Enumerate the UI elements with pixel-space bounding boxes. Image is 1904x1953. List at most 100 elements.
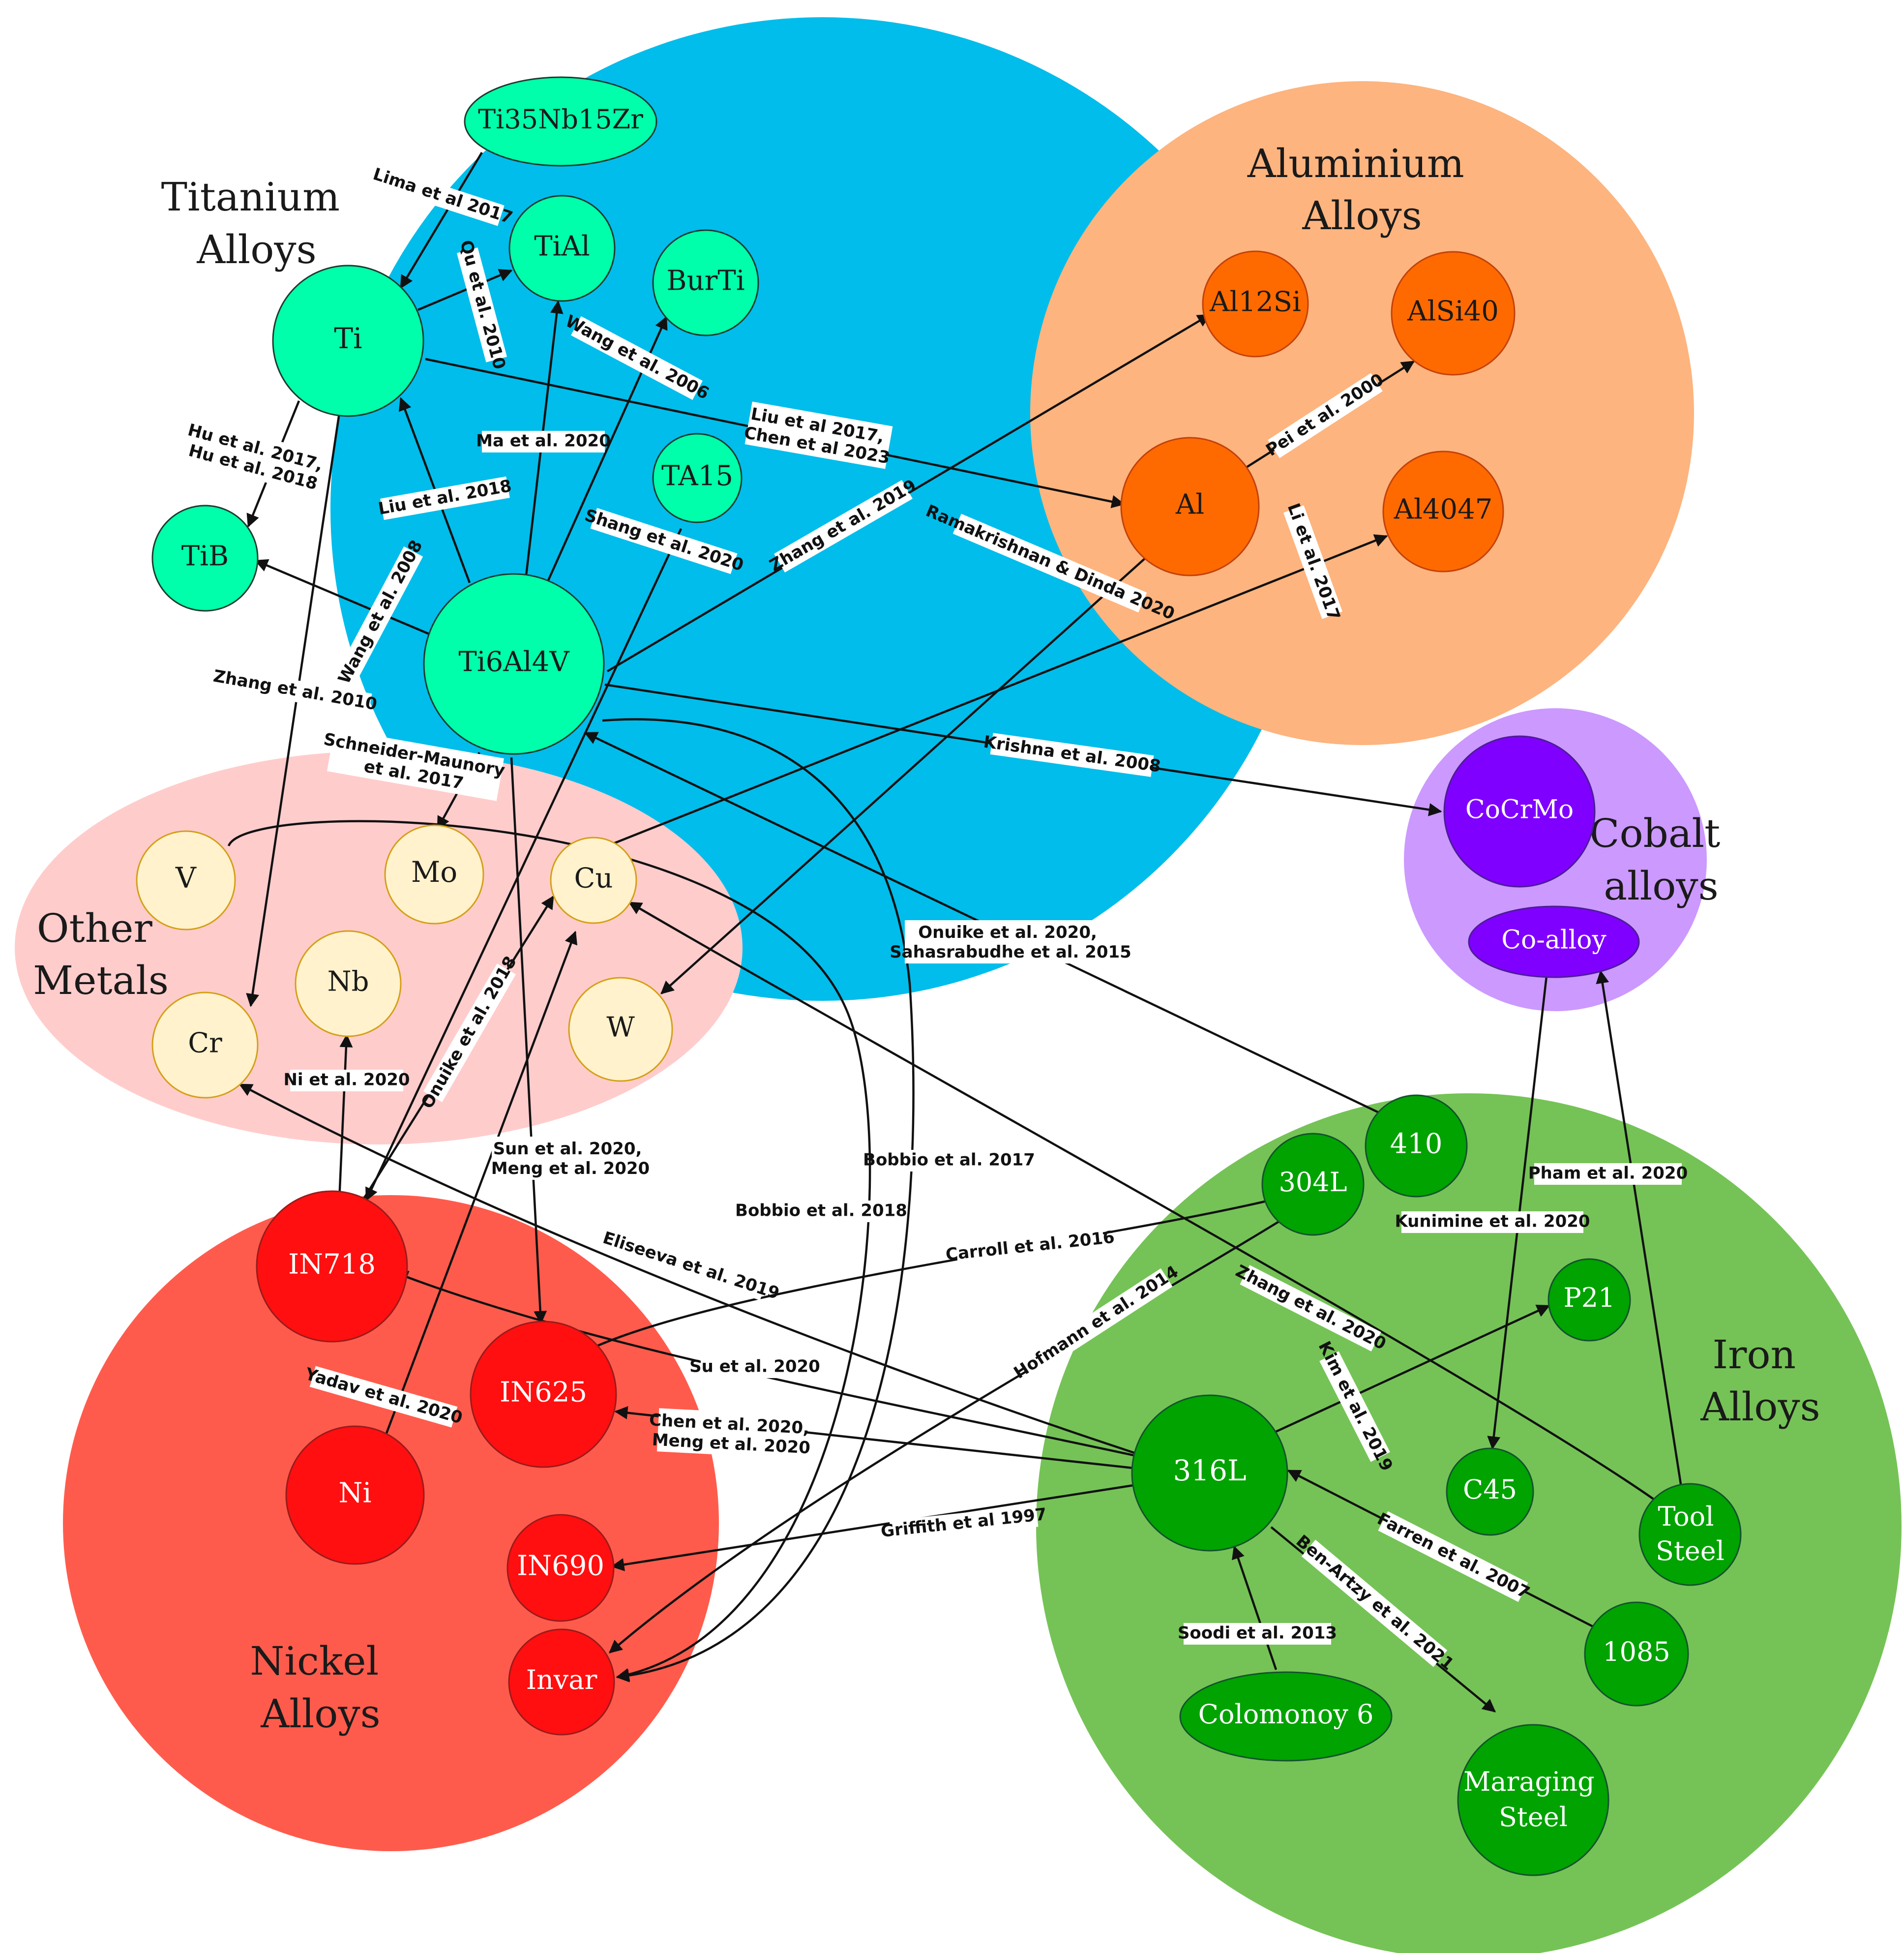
node-in690: IN690 bbox=[506, 1514, 615, 1622]
svg-text:1085: 1085 bbox=[1603, 1636, 1670, 1667]
edge-label-carroll: Carroll et al. 2016 bbox=[945, 1228, 1116, 1265]
svg-text:TA15: TA15 bbox=[661, 460, 733, 492]
edge-ti6al4v-in625 bbox=[510, 757, 547, 1324]
nickel-group-label: Nickel Alloys bbox=[250, 1638, 391, 1737]
svg-text:TiB: TiB bbox=[181, 541, 229, 572]
edge-label-bobbio2018: Bobbio et al. 2018 bbox=[735, 1201, 907, 1222]
svg-text:Maraging Steel: Maraging Steel bbox=[1463, 1766, 1603, 1833]
node-invar: Invar bbox=[508, 1628, 615, 1736]
svg-text:Cr: Cr bbox=[188, 1027, 222, 1059]
edge-cu-al4047 bbox=[607, 534, 1388, 847]
edge-toolsteel-cu bbox=[628, 901, 1673, 1513]
svg-text:V: V bbox=[175, 861, 197, 895]
node-tib: TiB bbox=[151, 505, 259, 612]
aluminium-alloys-group bbox=[1030, 81, 1694, 745]
svg-text:C45: C45 bbox=[1463, 1474, 1517, 1505]
node-tool-steel: Tool Steel bbox=[1638, 1483, 1742, 1586]
svg-text:W: W bbox=[606, 1012, 635, 1044]
svg-text:CoCrMo: CoCrMo bbox=[1465, 795, 1574, 825]
edge-label-soodi: Soodi et al. 2013 bbox=[1178, 1623, 1337, 1645]
node-al: Al bbox=[1120, 437, 1260, 576]
edge-ti-tial bbox=[417, 269, 513, 311]
edge-ti6al4v-tib bbox=[254, 559, 431, 636]
edge-316l-in690 bbox=[611, 1484, 1134, 1571]
svg-text:IN625: IN625 bbox=[500, 1377, 587, 1409]
edge-label-chenmeng: Chen et al. 2020, Meng et al. 2020 bbox=[648, 1408, 816, 1459]
node-ti35nb15zr: Ti35Nb15Zr bbox=[464, 76, 657, 167]
node-w: W bbox=[568, 977, 673, 1082]
node-ti: Ti bbox=[272, 265, 424, 417]
edge-ti-cr bbox=[246, 413, 341, 1007]
node-mo: Mo bbox=[384, 824, 484, 925]
node-1085: 1085 bbox=[1584, 1601, 1689, 1707]
node-ni: Ni bbox=[285, 1425, 425, 1565]
svg-text:Al12Si: Al12Si bbox=[1209, 286, 1301, 318]
node-ti6al4v: Ti6Al4V bbox=[423, 573, 605, 755]
svg-text:Chen et al. 2020, Meng: Chen et al. 2020, Meng et al. 2020 bbox=[648, 1410, 816, 1458]
node-cocrmo: CoCrMo bbox=[1443, 735, 1596, 888]
edge-label-ma: Ma et al. 2020 bbox=[476, 431, 611, 452]
edge-label-ni2020: Ni et al. 2020 bbox=[283, 1070, 410, 1091]
svg-text:Pham et al. 2020: Pham et al. 2020 bbox=[1528, 1164, 1688, 1183]
edge-316l-p21 bbox=[1266, 1304, 1550, 1438]
svg-text:IN718: IN718 bbox=[288, 1249, 376, 1281]
edge-label-pham: Pham et al. 2020 bbox=[1528, 1163, 1688, 1185]
edge-label-hu: Hu et al. 2017, Hu et al. 2018 bbox=[180, 420, 330, 495]
aluminium-group-label: Aluminium Alloys bbox=[1247, 141, 1477, 239]
edge-label-kunimine: Kunimine et al. 2020 bbox=[1395, 1211, 1590, 1233]
edge-in718-nb bbox=[338, 1034, 353, 1201]
cobalt-group-label: Cobalt alloys bbox=[1589, 811, 1732, 909]
node-in625: IN625 bbox=[470, 1321, 617, 1468]
node-co-alloy: Co-alloy bbox=[1468, 905, 1640, 978]
edge-label-griffith: Griffith et al 1997 bbox=[880, 1504, 1047, 1542]
svg-text:Bobbio et al. 2018: Bobbio et al. 2018 bbox=[735, 1201, 907, 1221]
svg-text:Ni: Ni bbox=[339, 1477, 372, 1509]
edge-ta15-in718 bbox=[365, 528, 683, 1202]
edge-colmonoy-316l bbox=[1232, 1545, 1278, 1670]
svg-text:Ni et al. 2020: Ni et al. 2020 bbox=[283, 1070, 410, 1090]
svg-text:Colomonoy 6: Colomonoy 6 bbox=[1198, 1699, 1374, 1730]
svg-text:Hu et al. 2017, Hu et: Hu et al. 2017, Hu et al. 2018 bbox=[180, 420, 330, 495]
svg-text:Mo: Mo bbox=[411, 855, 457, 889]
svg-text:P21: P21 bbox=[1563, 1282, 1615, 1313]
svg-text:Invar: Invar bbox=[526, 1664, 597, 1695]
edge-304l-invar bbox=[608, 1216, 1287, 1653]
node-maraging-steel: Maraging Steel bbox=[1457, 1724, 1609, 1876]
iron-group-label: Iron Alloys bbox=[1700, 1332, 1820, 1430]
edge-label-eliseeva: Eliseeva et al. 2019 bbox=[600, 1228, 782, 1304]
svg-text:304L: 304L bbox=[1279, 1167, 1347, 1198]
other-metals-group-label: Other Metals bbox=[33, 905, 169, 1003]
edge-316l-cr bbox=[238, 1083, 1136, 1455]
edge-in718-ti6al4v-invar bbox=[602, 718, 915, 1683]
svg-text:Eliseeva et al. 2019: Eliseeva et al. 2019 bbox=[600, 1228, 782, 1304]
svg-text:TiAl: TiAl bbox=[534, 231, 590, 263]
edge-ti35-ti bbox=[400, 151, 483, 289]
edge-label-sunmeng: Sun et al. 2020, Meng et al. 2020 bbox=[491, 1137, 650, 1180]
svg-text:Onuike et al. 2020, Sa: Onuike et al. 2020, Sahasrabudhe et al. … bbox=[890, 923, 1131, 962]
edge-in718-v-invar bbox=[227, 820, 871, 1682]
node-burti: BurTi bbox=[652, 229, 759, 336]
node-p21: P21 bbox=[1547, 1258, 1631, 1342]
node-304l: 304L bbox=[1261, 1133, 1365, 1236]
node-al12si: Al12Si bbox=[1202, 250, 1309, 358]
node-cu: Cu bbox=[550, 837, 637, 924]
svg-text:Ma et al. 2020: Ma et al. 2020 bbox=[476, 431, 611, 451]
node-cr: Cr bbox=[151, 992, 259, 1099]
svg-text:Al: Al bbox=[1175, 489, 1204, 521]
svg-text:Ti35Nb15Zr: Ti35Nb15Zr bbox=[478, 104, 643, 135]
node-316l: 316L bbox=[1131, 1394, 1288, 1552]
node-410: 410 bbox=[1365, 1094, 1468, 1198]
edge-al-w bbox=[660, 552, 1152, 994]
svg-text:IN690: IN690 bbox=[517, 1550, 604, 1582]
node-alsi40: AlSi40 bbox=[1391, 251, 1516, 376]
edge-304l-in625 bbox=[581, 1199, 1272, 1354]
svg-text:316L: 316L bbox=[1173, 1454, 1246, 1487]
svg-text:Ti6Al4V: Ti6Al4V bbox=[458, 646, 570, 678]
node-ta15: TA15 bbox=[652, 433, 743, 523]
node-colomonoy-6: Colomonoy 6 bbox=[1179, 1671, 1393, 1762]
edge-label-onuike-sahas: Onuike et al. 2020, Sahasrabudhe et al. … bbox=[890, 920, 1131, 963]
edge-ni-cu bbox=[382, 931, 578, 1442]
svg-text:Soodi et al. 2013: Soodi et al. 2013 bbox=[1178, 1623, 1337, 1643]
svg-text:Nb: Nb bbox=[327, 966, 369, 998]
edge-toolsteel-coalloy bbox=[1596, 970, 1683, 1491]
